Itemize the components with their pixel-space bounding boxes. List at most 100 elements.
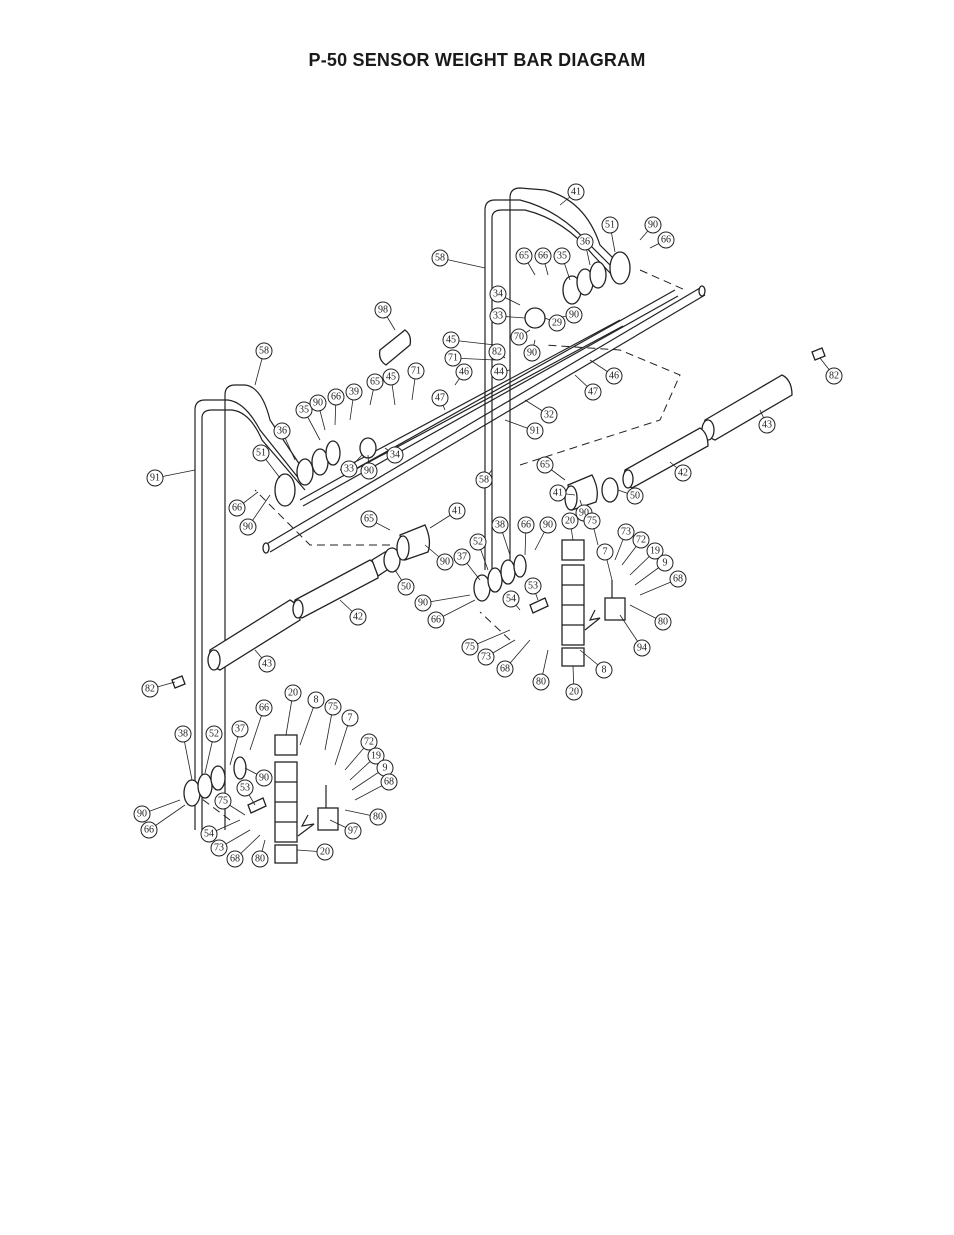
svg-text:90: 90: [313, 398, 323, 409]
left-weight-stack: [274, 734, 339, 864]
part-callout-8: 8: [579, 649, 613, 679]
svg-text:52: 52: [473, 537, 483, 548]
right-weight-stack: [561, 539, 626, 667]
svg-text:53: 53: [240, 783, 250, 794]
svg-text:51: 51: [605, 220, 615, 231]
part-callout-34: 34: [489, 285, 521, 306]
svg-text:50: 50: [630, 491, 640, 502]
svg-text:80: 80: [536, 677, 546, 688]
part-callout-44: 44: [490, 363, 511, 381]
part-callout-90: 90: [309, 394, 327, 431]
part-callout-37: 37: [453, 548, 481, 581]
part-callout-80: 80: [629, 604, 672, 631]
svg-text:65: 65: [540, 460, 550, 471]
part-callout-19: 19: [629, 542, 664, 576]
part-callout-46: 46: [454, 363, 473, 386]
svg-text:80: 80: [373, 812, 383, 823]
part-callout-80: 80: [532, 649, 550, 691]
part-callout-38: 38: [174, 725, 193, 781]
svg-text:7: 7: [348, 713, 353, 724]
part-callout-32: 32: [524, 399, 558, 424]
part-callout-82: 82: [141, 680, 176, 698]
svg-text:42: 42: [353, 612, 363, 623]
svg-text:65: 65: [370, 377, 380, 388]
svg-text:41: 41: [452, 506, 462, 517]
upper-right-pulleys: [524, 251, 631, 329]
part-callout-38: 38: [491, 516, 511, 556]
svg-text:66: 66: [521, 520, 531, 531]
svg-text:52: 52: [209, 729, 219, 740]
part-callout-42: 42: [669, 461, 692, 482]
part-callout-43: 43: [758, 409, 776, 434]
svg-text:98: 98: [378, 305, 388, 316]
part-callout-58: 58: [431, 249, 486, 269]
part-callout-52: 52: [469, 533, 489, 571]
part-callout-90: 90: [244, 767, 273, 787]
part-callout-80: 80: [251, 839, 269, 868]
part-callout-45: 45: [382, 368, 400, 406]
part-callout-9: 9: [634, 554, 674, 586]
part-callout-58: 58: [254, 342, 273, 386]
part-callout-42: 42: [339, 599, 367, 626]
part-callout-52: 52: [204, 725, 223, 774]
part-callout-90: 90: [133, 799, 181, 823]
part-callout-72: 72: [344, 733, 378, 771]
part-callout-20: 20: [561, 512, 579, 541]
svg-text:20: 20: [565, 516, 575, 527]
part-callout-50: 50: [394, 569, 415, 596]
svg-text:80: 80: [658, 617, 668, 628]
svg-text:75: 75: [218, 796, 228, 807]
svg-text:53: 53: [528, 581, 538, 592]
part-callout-98: 98: [374, 301, 396, 331]
svg-text:36: 36: [580, 237, 590, 248]
svg-text:66: 66: [232, 503, 242, 514]
svg-text:90: 90: [259, 773, 269, 784]
svg-text:72: 72: [636, 535, 646, 546]
svg-text:82: 82: [145, 684, 155, 695]
svg-text:54: 54: [204, 829, 214, 840]
part-callout-90: 90: [414, 594, 471, 612]
left-tube-parts: [171, 524, 431, 689]
part-callout-68: 68: [354, 773, 398, 801]
svg-text:34: 34: [390, 450, 400, 461]
svg-text:75: 75: [587, 516, 597, 527]
svg-text:75: 75: [328, 702, 338, 713]
svg-text:90: 90: [440, 557, 450, 568]
svg-text:94: 94: [637, 643, 647, 654]
part-callout-54: 54: [502, 590, 521, 611]
svg-text:68: 68: [500, 664, 510, 675]
svg-text:70: 70: [514, 332, 524, 343]
svg-text:41: 41: [553, 488, 563, 499]
svg-text:58: 58: [435, 253, 445, 264]
part-callout-90: 90: [534, 516, 557, 551]
svg-text:68: 68: [384, 777, 394, 788]
part-callout-7: 7: [596, 543, 614, 581]
svg-text:43: 43: [262, 659, 272, 670]
part-callout-35: 35: [553, 247, 571, 281]
svg-text:90: 90: [527, 348, 537, 359]
part-callout-36: 36: [273, 422, 296, 461]
svg-text:73: 73: [481, 652, 491, 663]
svg-text:35: 35: [557, 251, 567, 262]
part-callout-75: 75: [583, 512, 601, 546]
svg-text:51: 51: [256, 448, 266, 459]
part-callout-90: 90: [239, 494, 271, 536]
svg-text:73: 73: [214, 843, 224, 854]
svg-text:71: 71: [448, 353, 458, 364]
part-callout-20: 20: [296, 843, 334, 861]
part-callout-33: 33: [489, 307, 526, 325]
part-callout-41: 41: [429, 502, 466, 529]
part-callout-71: 71: [407, 362, 425, 401]
part-callout-97: 97: [329, 819, 362, 840]
part-callout-65: 65: [515, 247, 536, 276]
svg-text:8: 8: [314, 695, 319, 706]
svg-text:9: 9: [663, 558, 668, 569]
part-callout-45: 45: [442, 331, 496, 349]
part-callout-39: 39: [345, 383, 363, 421]
svg-text:20: 20: [288, 688, 298, 699]
part-callout-73: 73: [210, 829, 251, 857]
svg-text:29: 29: [552, 318, 562, 329]
svg-text:90: 90: [569, 310, 579, 321]
svg-text:65: 65: [519, 251, 529, 262]
